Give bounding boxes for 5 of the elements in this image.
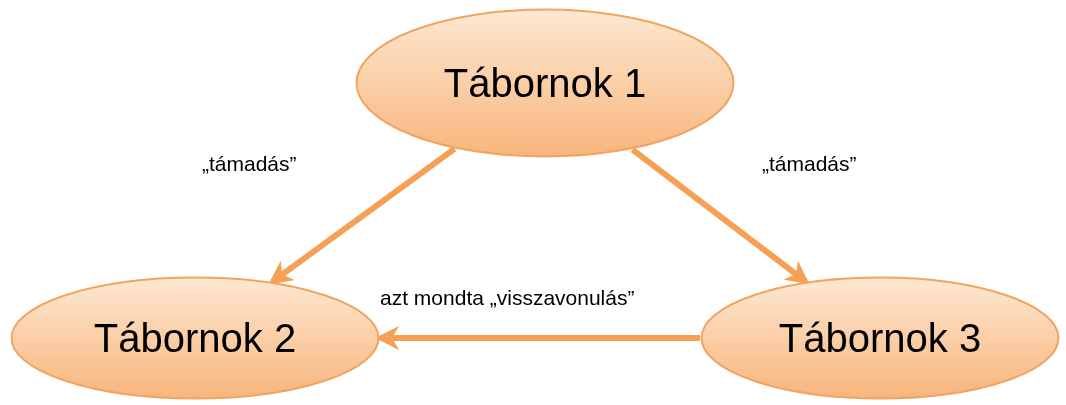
- node-label: Tábornok 1: [443, 60, 647, 106]
- node-label: Tábornok 3: [778, 315, 982, 361]
- arrow: [630, 147, 810, 285]
- node-label: Tábornok 2: [93, 315, 297, 361]
- arrow: [268, 146, 457, 285]
